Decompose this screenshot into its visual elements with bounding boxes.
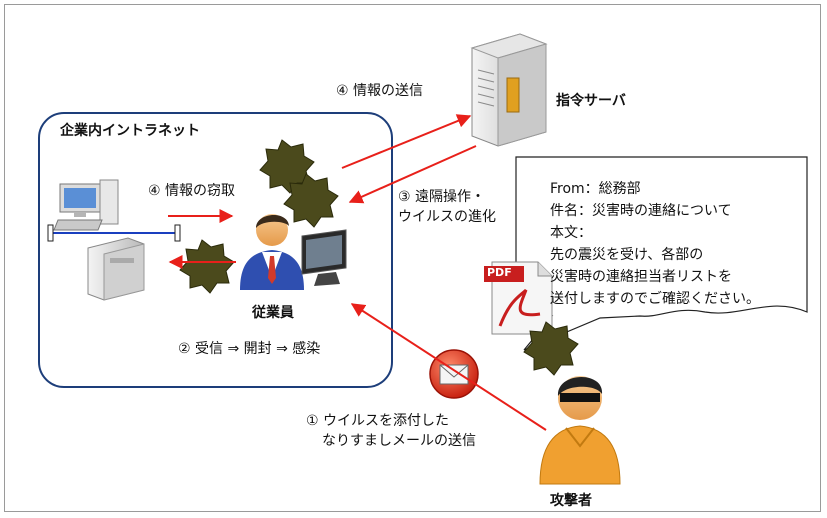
virus-icon — [283, 173, 339, 228]
arrow-remote-control — [348, 145, 477, 204]
mail-content: From：総務部 件名：災害時の連絡について 本文： 先の震災を受け、各部の 災… — [550, 178, 760, 310]
mail-body-line: 災害時の連絡担当者リストを — [550, 269, 732, 285]
arrow-send-info-to-server — [341, 114, 472, 169]
command-server-icon — [470, 33, 548, 147]
desktop-pc-icon — [53, 179, 119, 231]
step-receive-label: ② 受信 ⇒ 開封 ⇒ 感染 — [178, 341, 321, 357]
network-line — [47, 224, 181, 242]
email-envelope-icon — [429, 349, 479, 399]
intranet-label: 企業内イントラネット — [60, 123, 200, 139]
mail-body-line: 送付しますのでご確認ください。 — [550, 291, 760, 307]
step-steal-info-label: ④ 情報の窃取 — [148, 183, 236, 199]
mail-subject: 件名：災害時の連絡について — [550, 203, 732, 219]
office-server-icon — [87, 237, 145, 301]
virus-icon — [523, 321, 579, 376]
step-remote-control-label-1: ③ 遠隔操作・ — [398, 189, 486, 205]
step-send-mail-label-2: なりすましメールの送信 — [322, 433, 476, 449]
mail-body-label: 本文： — [550, 225, 592, 241]
step-send-mail-label-1: ① ウイルスを添付した — [306, 413, 450, 429]
employee-label: 従業員 — [252, 305, 294, 321]
employee-icon — [240, 214, 347, 290]
mail-from: From：総務部 — [550, 181, 641, 197]
virus-icon — [259, 139, 315, 194]
step-send-info-label: ④ 情報の送信 — [336, 83, 424, 99]
step-remote-control-label-2: ウイルスの進化 — [398, 209, 496, 225]
server-label: 指令サーバ — [556, 93, 626, 109]
arrow-send-mail — [350, 303, 547, 431]
diagram-frame — [4, 4, 821, 512]
pdf-document-icon — [484, 261, 553, 335]
attacker-icon — [539, 376, 621, 485]
mail-body-line: 先の震災を受け、各部の — [550, 247, 704, 263]
intranet-boundary — [38, 112, 393, 388]
attacker-label: 攻撃者 — [550, 493, 592, 509]
mail-note-callout — [515, 156, 808, 351]
pdf-label: PDF — [487, 266, 512, 279]
virus-icon — [179, 239, 235, 294]
